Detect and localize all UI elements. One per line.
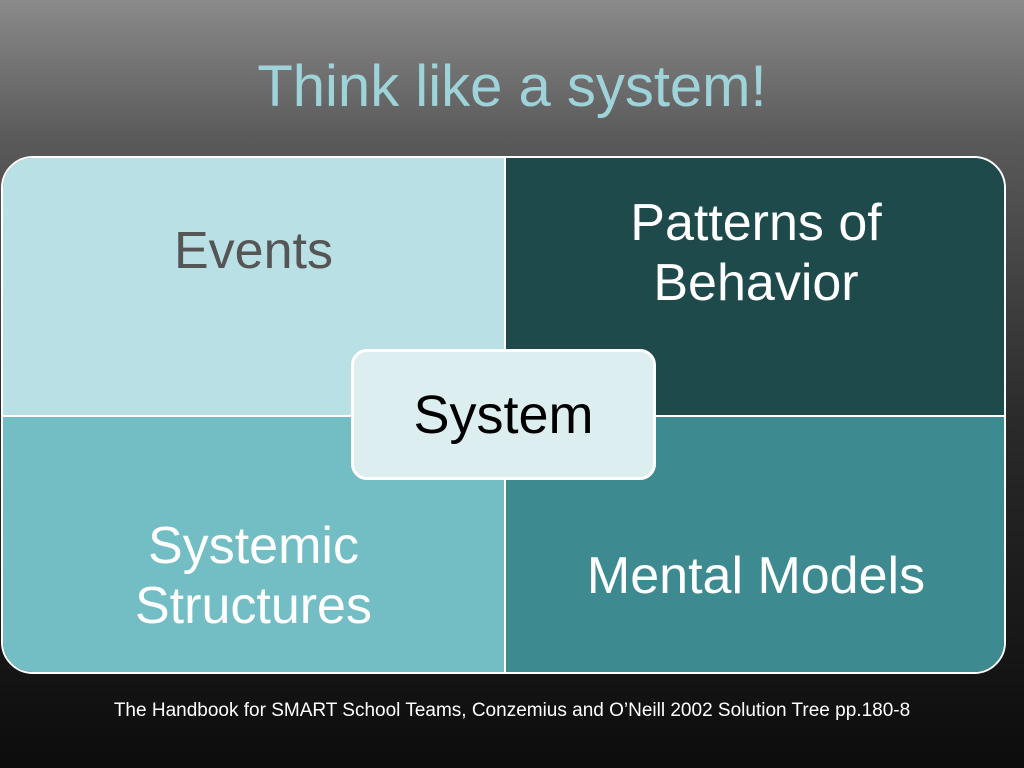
center-system-node: System bbox=[351, 349, 656, 480]
center-system-label: System bbox=[413, 384, 594, 445]
quadrant-patterns-of-behavior: Patterns of Behavior bbox=[506, 158, 1004, 415]
slide-title: Think like a system! bbox=[257, 54, 767, 119]
quadrant-structures-label: Systemic Structures bbox=[135, 517, 372, 635]
quadrant-patterns-label: Patterns of Behavior bbox=[630, 194, 882, 312]
quadrant-events-label: Events bbox=[174, 222, 333, 280]
quadrant-mental-models-label: Mental Models bbox=[586, 547, 926, 605]
source-citation: The Handbook for SMART School Teams, Con… bbox=[113, 700, 911, 721]
